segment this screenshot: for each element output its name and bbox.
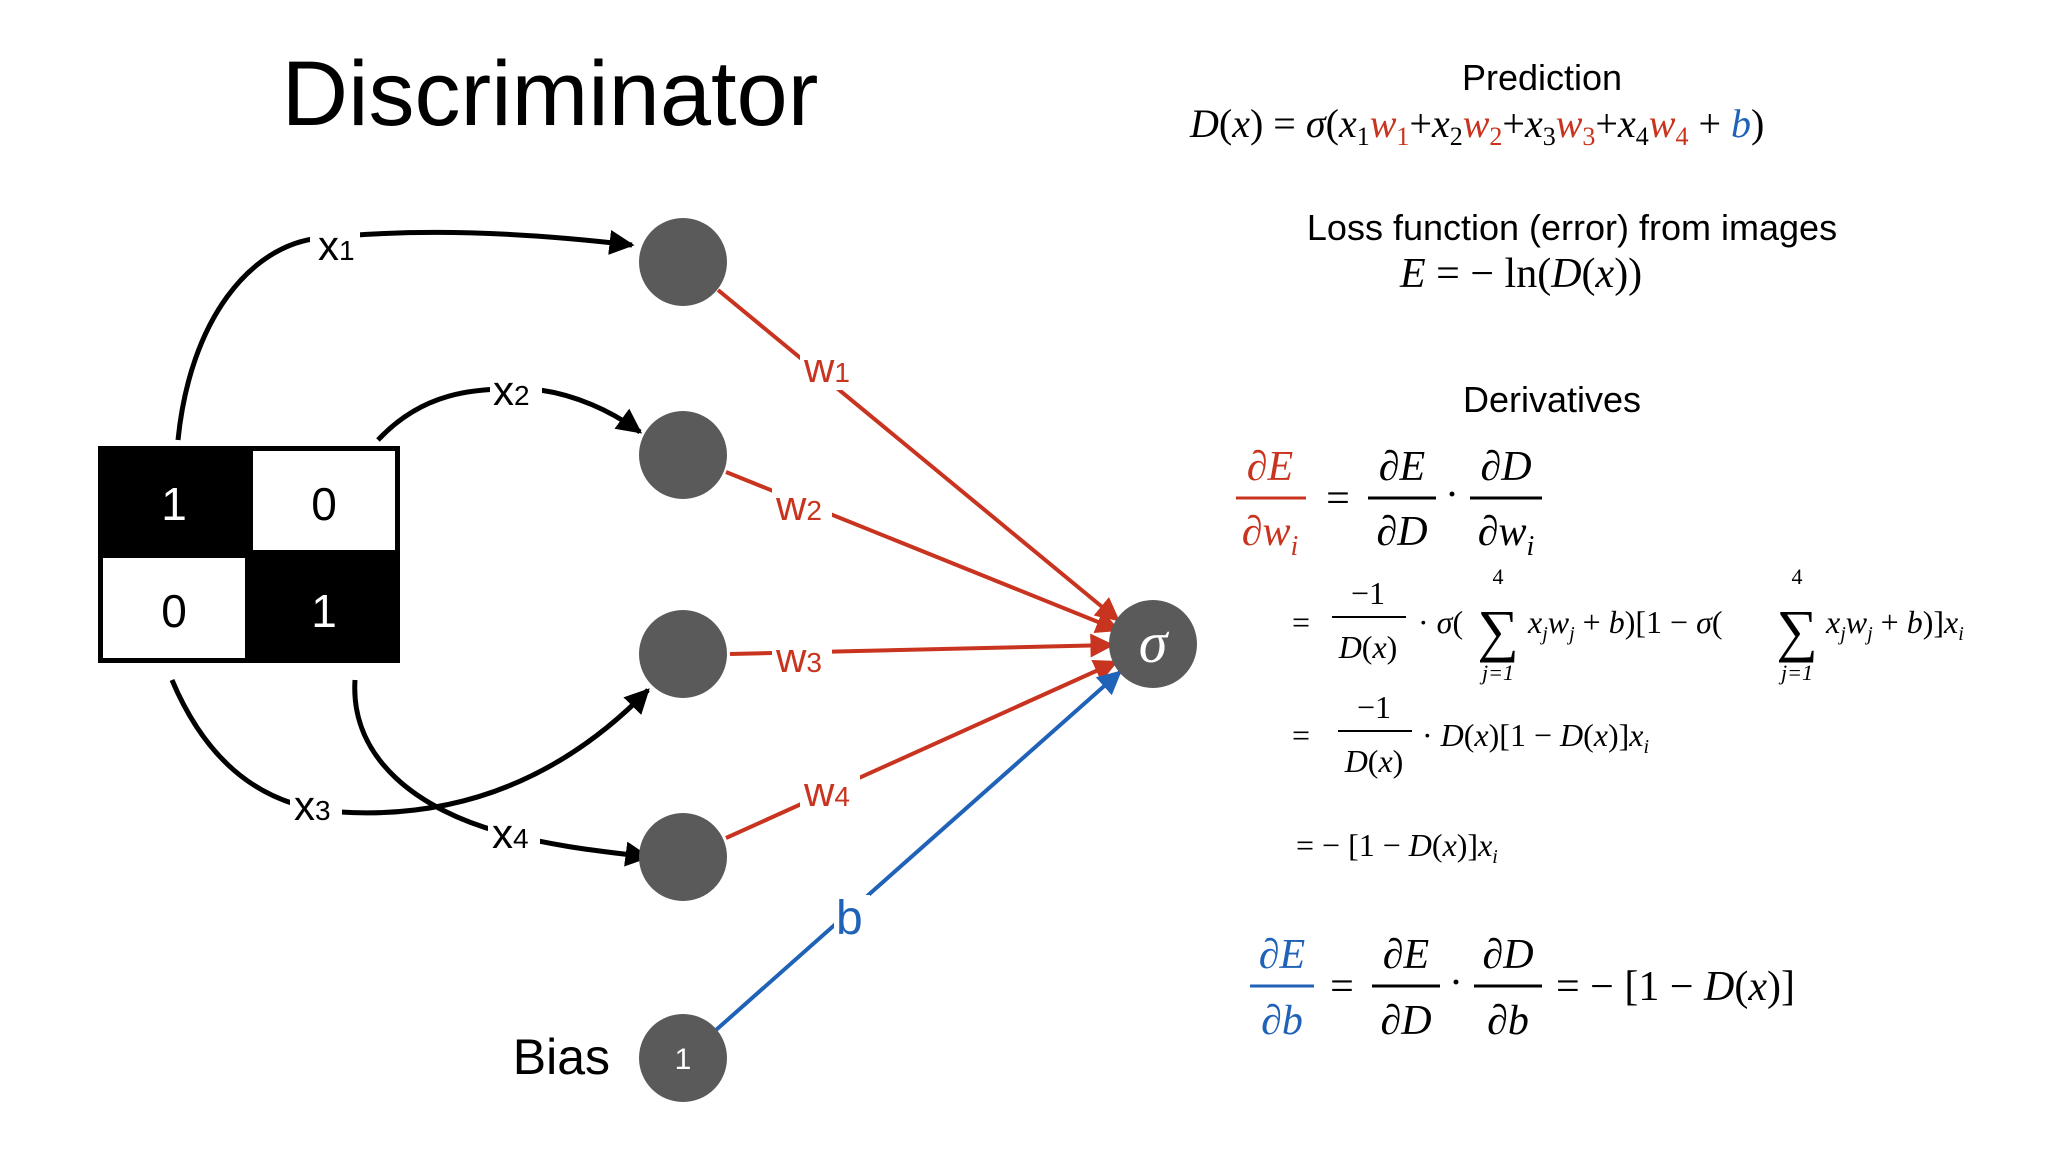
edge-label-w3: w3 xyxy=(775,634,822,681)
svg-text:∂D: ∂D xyxy=(1376,509,1427,555)
edge-label-w4: w4 xyxy=(803,768,850,815)
input-image: 1 0 0 1 xyxy=(98,446,400,663)
bias-label: Bias xyxy=(513,1029,610,1085)
derivative-b: ∂E ∂b = ∂E ∂D · ∂D ∂b = − [1 − D(x)] xyxy=(1250,932,1795,1044)
edge-x3 xyxy=(169,679,650,816)
slide-title: Discriminator xyxy=(282,43,819,145)
bias-node-value: 1 xyxy=(675,1043,692,1076)
svg-text:D(x): D(x) xyxy=(1338,629,1398,665)
edge-x1 xyxy=(175,229,635,441)
svg-text:∂E: ∂E xyxy=(1379,444,1425,490)
svg-text:∂E: ∂E xyxy=(1259,932,1305,978)
derivative-step-4: = − [1 − D(x)]xi xyxy=(1296,827,1498,868)
svg-text:j=1: j=1 xyxy=(1778,660,1813,685)
derivative-step-3: = −1 D(x) · D(x)[1 − D(x)]xi xyxy=(1292,689,1649,779)
cell-top-right: 0 xyxy=(311,478,337,530)
svg-text:D(x): D(x) xyxy=(1344,743,1404,779)
cell-top-right-bg xyxy=(253,451,395,550)
cell-bottom-left-bg xyxy=(103,558,245,658)
svg-text:·: · xyxy=(1445,472,1459,518)
svg-text:∂D: ∂D xyxy=(1480,444,1531,490)
svg-text:=: = xyxy=(1330,964,1354,1010)
svg-text:∂E: ∂E xyxy=(1247,444,1293,490)
bias-node xyxy=(639,1014,727,1102)
svg-text:−1: −1 xyxy=(1357,689,1391,725)
svg-text:∂b: ∂b xyxy=(1261,998,1303,1044)
cell-bottom-left: 0 xyxy=(161,585,187,637)
edge-w4 xyxy=(725,659,1119,840)
edge-label-x4: x4 xyxy=(492,810,529,857)
sigma-node xyxy=(1109,600,1197,688)
edge-label-w2: w2 xyxy=(775,482,822,529)
edge-label-x3: x3 xyxy=(294,782,331,829)
svg-text:xjwj + b)[1 − σ(: xjwj + b)[1 − σ( xyxy=(1527,604,1723,645)
svg-text:−1: −1 xyxy=(1351,575,1385,611)
node-4 xyxy=(639,813,727,901)
edge-label-x2: x2 xyxy=(493,367,530,414)
svg-text:=: = xyxy=(1326,476,1350,522)
node-2 xyxy=(639,411,727,499)
loss-heading: Loss function (error) from images xyxy=(1307,207,1837,248)
prediction-heading: Prediction xyxy=(1462,57,1622,98)
svg-text:∂wi: ∂wi xyxy=(1242,509,1299,562)
svg-text:∂E: ∂E xyxy=(1383,932,1429,978)
cell-bottom-right: 1 xyxy=(311,585,337,637)
svg-text:∂D: ∂D xyxy=(1482,932,1533,978)
svg-text:j=1: j=1 xyxy=(1479,660,1514,685)
cell-top-left: 1 xyxy=(161,478,187,530)
derivative-step-2: = −1 D(x) · σ( 4 ∑ j=1 xjwj + b)[1 − σ( … xyxy=(1292,564,1964,685)
svg-text:∑: ∑ xyxy=(1776,598,1817,663)
svg-text:4: 4 xyxy=(1792,564,1803,589)
derivative-wi: ∂E ∂wi = ∂E ∂D · ∂D ∂wi xyxy=(1236,444,1542,562)
edge-b xyxy=(714,670,1122,1032)
svg-text:∑: ∑ xyxy=(1477,598,1518,663)
derivatives-heading: Derivatives xyxy=(1463,379,1641,420)
svg-text:·: · xyxy=(1449,960,1463,1006)
node-1 xyxy=(639,218,727,306)
edge-label-x1: x1 xyxy=(318,222,355,269)
loss-formula: E = − ln(D(x)) xyxy=(1399,251,1642,297)
node-3 xyxy=(639,610,727,698)
svg-text:xjwj + b)]xi: xjwj + b)]xi xyxy=(1825,604,1964,645)
svg-text:∂b: ∂b xyxy=(1487,998,1529,1044)
svg-text:· D(x)[1 − D(x)]xi: · D(x)[1 − D(x)]xi xyxy=(1422,717,1649,758)
svg-text:· σ(: · σ( xyxy=(1418,604,1463,640)
edge-w1 xyxy=(716,288,1120,622)
svg-text:=: = xyxy=(1292,604,1310,640)
svg-text:4: 4 xyxy=(1493,564,1504,589)
prediction-formula: D(x) = σ(x1w1+x2w2+x3w3+x4w4 + b) xyxy=(1189,101,1764,151)
svg-text:∂wi: ∂wi xyxy=(1478,509,1535,562)
edge-label-b: b xyxy=(836,892,863,945)
edge-label-w1: w1 xyxy=(803,344,850,391)
svg-text:∂D: ∂D xyxy=(1380,998,1431,1044)
sigma-node-symbol: σ xyxy=(1139,610,1170,675)
svg-text:= − [1 − D(x)]: = − [1 − D(x)] xyxy=(1556,964,1795,1010)
svg-text:=: = xyxy=(1292,717,1310,753)
